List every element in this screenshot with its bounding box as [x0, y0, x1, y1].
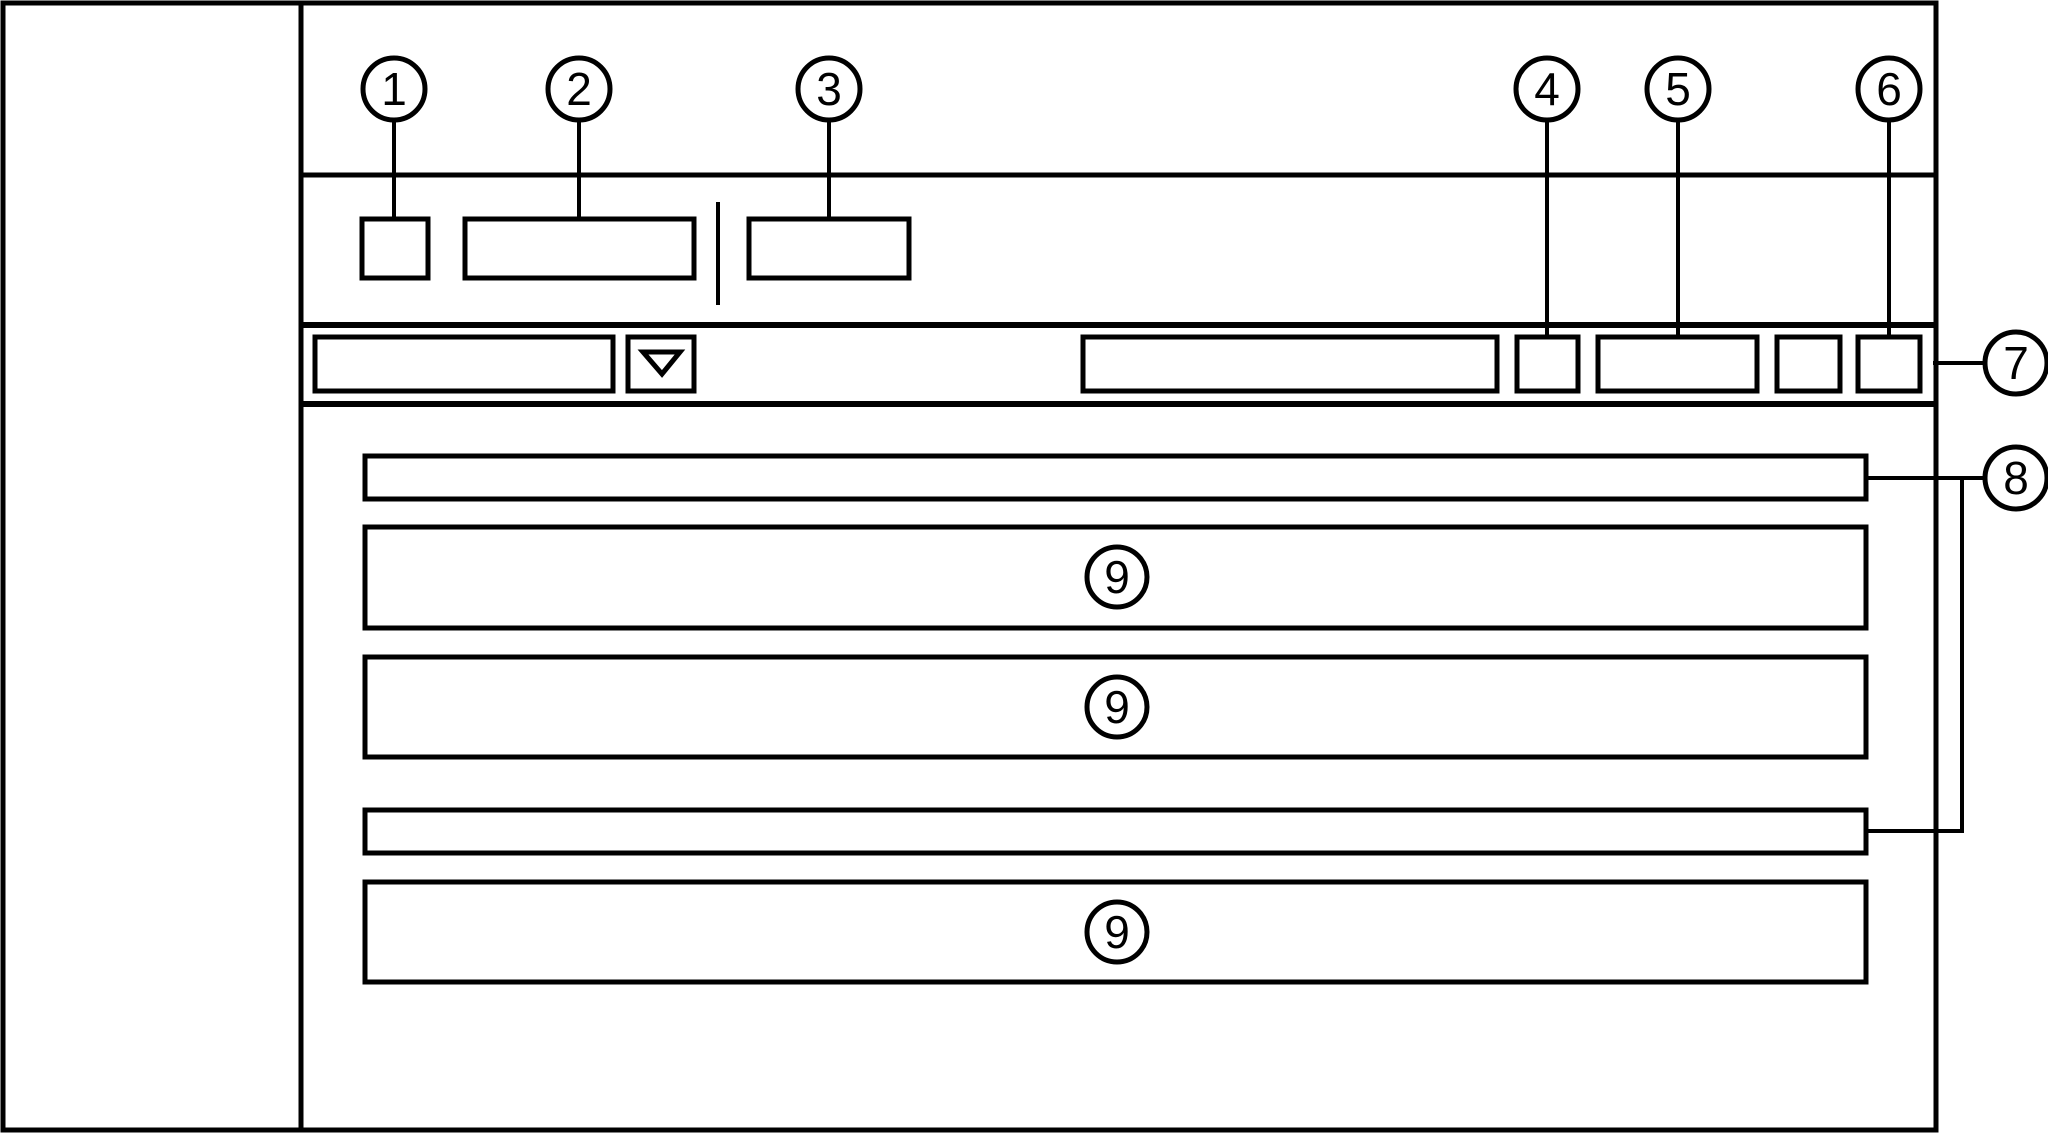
- toolbar-button-small-3[interactable]: [1855, 334, 1923, 394]
- callout-8-label: 8: [2003, 452, 2029, 504]
- callout-6-circle: [1855, 55, 1923, 123]
- callout-6-label: 6: [1876, 63, 1902, 115]
- toolbar-dropdown-field[interactable]: [312, 334, 616, 394]
- callout-9-label-row1: 9: [1104, 551, 1130, 603]
- callout-9-circle-row3: [1084, 899, 1150, 965]
- callout-4-label: 4: [1534, 63, 1560, 115]
- callout-4-circle: [1513, 55, 1581, 123]
- callout-9-label-row3: 9: [1104, 906, 1130, 958]
- menu-box-small[interactable]: [359, 216, 431, 281]
- toolbar-button-small-1[interactable]: [1514, 334, 1581, 394]
- callout-1-label: 1: [381, 63, 407, 115]
- content-row-thin-1: [362, 453, 1869, 502]
- callout-7-label: 7: [2003, 337, 2029, 389]
- callout-9-circle-row2: [1084, 674, 1150, 740]
- callout-3-label: 3: [816, 63, 842, 115]
- menu-box-medium[interactable]: [746, 216, 912, 281]
- callout-9-label-row2: 9: [1104, 681, 1130, 733]
- toolbar-search-field[interactable]: [1080, 334, 1500, 394]
- callout-2-label: 2: [566, 63, 592, 115]
- toolbar-button-small-2[interactable]: [1774, 334, 1843, 394]
- callout-5-circle: [1644, 55, 1712, 123]
- content-row-thin-2: [362, 807, 1869, 856]
- sidebar-panel: [0, 0, 304, 1133]
- callout-1-circle: [360, 55, 428, 123]
- callout-8-circle: [1982, 444, 2048, 512]
- menu-box-wide[interactable]: [462, 216, 697, 281]
- callout-2-circle: [545, 55, 613, 123]
- toolbar-box-wide[interactable]: [1595, 334, 1760, 394]
- callout-3-circle: [795, 55, 863, 123]
- callout-7-circle: [1982, 329, 2048, 397]
- callout-9-circle-row1: [1084, 544, 1150, 610]
- callout-5-label: 5: [1665, 63, 1691, 115]
- callout-8-bracket: [1866, 478, 1964, 833]
- dropdown-arrow-icon: [637, 349, 686, 378]
